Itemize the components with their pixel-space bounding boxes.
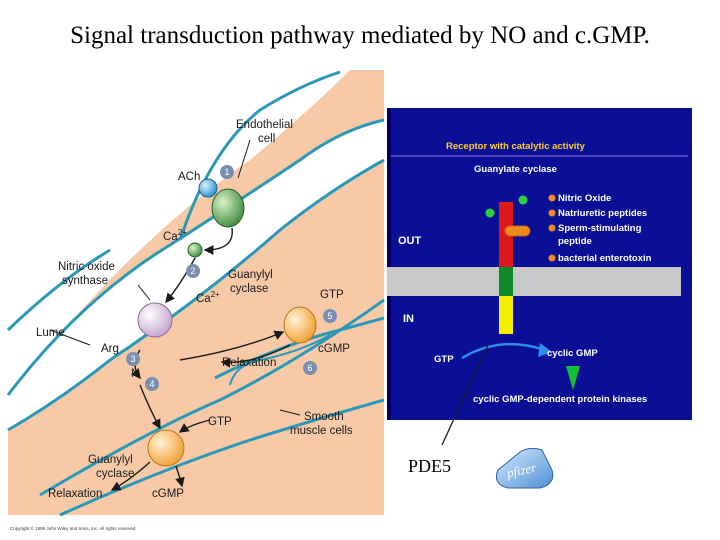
lumen-boundary-left xyxy=(6,248,111,332)
out-label: OUT xyxy=(398,235,422,247)
smooth-muscle-cell-upper xyxy=(39,298,385,497)
arrow-n-to-gc-lower xyxy=(139,384,161,430)
pfizer-logo: pfizer xyxy=(495,447,554,489)
kinases-label: cyclic GMP-dependent protein kinases xyxy=(473,394,647,405)
arrow-to-relaxation-mid xyxy=(220,344,291,368)
pde5-pointer-line xyxy=(441,344,489,446)
arrow-to-cgmp-bottom xyxy=(175,465,185,488)
ligand-list-1: Nitric Oxide xyxy=(558,193,611,204)
label-gtp-bottom: GTP xyxy=(208,416,232,428)
ligand-green-left xyxy=(485,208,495,218)
smooth-muscle-cell-lower xyxy=(59,398,385,517)
svg-text:5: 5 xyxy=(327,311,332,321)
label-cyclase-lower: cyclase xyxy=(96,468,134,480)
in-label: IN xyxy=(403,313,414,325)
step-badge-1: 1 xyxy=(220,165,234,179)
bullet-4 xyxy=(548,254,556,262)
label-endothelial: Endothelial xyxy=(236,119,293,131)
label-cgmp-mid: cGMP xyxy=(318,343,350,355)
receptor-box-background xyxy=(387,108,692,420)
svg-text:1: 1 xyxy=(224,167,229,177)
step-badge-3: 3 xyxy=(126,352,140,366)
ligand-list-3: Sperm-stimulating xyxy=(558,223,642,234)
gtp-arrowhead xyxy=(538,343,552,357)
nitric-oxide-synthase xyxy=(137,302,173,338)
arrow-no-to-gc xyxy=(179,330,285,361)
arrow-ca-to-nos xyxy=(165,257,196,304)
receptor-diagram-box: Receptor with catalytic activity Guanyla… xyxy=(387,108,692,420)
label-endothelial-cell: cell xyxy=(258,133,275,145)
label-nitric-oxide: Nitric oxide xyxy=(58,261,115,273)
label-smooth: Smooth xyxy=(304,411,344,423)
guanylyl-cyclase-lower xyxy=(147,429,185,467)
cell-membrane xyxy=(387,267,681,296)
ligand-list-3b: peptide xyxy=(558,236,592,247)
leader-smooth-muscle xyxy=(279,409,301,416)
ach-receptor xyxy=(211,188,245,228)
arrow-gtp-to-gc-lower xyxy=(178,419,211,433)
receptor-transmembrane-domain xyxy=(499,267,513,296)
svg-text:6: 6 xyxy=(307,363,312,373)
label-synthase: synthase xyxy=(62,275,108,287)
label-ca2-top: Ca2+ xyxy=(163,228,187,243)
step-badge-2: 2 xyxy=(186,264,200,278)
receptor-heading: Receptor with catalytic activity xyxy=(446,141,586,152)
bullet-3 xyxy=(548,224,556,232)
page-title: Signal transduction pathway mediated by … xyxy=(70,22,650,49)
label-ach: ACh xyxy=(178,171,200,183)
label-relaxation-bottom: Relaxation xyxy=(48,488,102,500)
arrow-ach-to-ca xyxy=(203,227,233,255)
leader-endothelial xyxy=(237,139,251,179)
enzyme-label: Guanylate cyclase xyxy=(474,164,557,175)
receptor-intracellular-domain xyxy=(499,296,513,334)
ligand-green-right xyxy=(518,195,528,205)
arrow-to-relaxation-bottom xyxy=(110,461,151,491)
label-relaxation-mid: Relaxation xyxy=(222,357,276,369)
smooth-muscle-cell-mid xyxy=(214,316,385,380)
step-badge-6: 6 xyxy=(303,361,317,375)
svg-text:pfizer: pfizer xyxy=(504,460,538,481)
leader-nos xyxy=(137,284,151,301)
left-pathway-diagram: 1 2 3 4 5 6 Endothelial cell ACh Ca2+ Ni… xyxy=(6,70,385,531)
svg-text:2: 2 xyxy=(190,266,195,276)
pde5-label: PDE5 xyxy=(408,456,451,476)
label-muscle-cells: muscle cells xyxy=(290,425,353,437)
smooth-muscle-cell-inner xyxy=(229,334,331,386)
ligand-list-4: bacterial enterotoxin xyxy=(558,253,652,264)
bullet-1 xyxy=(548,194,556,202)
cyclic-gmp-label: cyclic GMP xyxy=(547,348,598,359)
label-cyclase-upper: cyclase xyxy=(230,283,268,295)
label-gtp-top: GTP xyxy=(320,289,344,301)
guanylyl-cyclase-upper xyxy=(283,306,317,344)
step-badge-4: 4 xyxy=(145,377,159,391)
endothelial-cell-boundary xyxy=(178,70,341,241)
label-arg: Arg xyxy=(101,343,119,355)
leader-lume xyxy=(49,329,91,346)
ligand-list-2: Natriuretic peptides xyxy=(558,208,647,219)
gtp-label: GTP xyxy=(434,354,454,365)
bullet-2 xyxy=(548,209,556,217)
label-guanylyl-upper: Guanylyl xyxy=(228,269,273,281)
endothelial-membrane-lower xyxy=(7,158,385,432)
label-lume: Lume xyxy=(36,327,65,339)
ligand-orange-peptide xyxy=(504,225,531,237)
calcium-channel xyxy=(187,242,203,258)
copyright-notice: Copyright © 1999 John Wiley and Sons, In… xyxy=(10,525,137,531)
step-badge-5: 5 xyxy=(323,309,337,323)
label-guanylyl-lower: Guanylyl xyxy=(88,454,133,466)
label-cgmp-bottom: cGMP xyxy=(152,488,184,500)
green-down-arrow xyxy=(566,366,580,390)
svg-text:3: 3 xyxy=(130,354,135,364)
endothelial-membrane-upper xyxy=(6,118,385,396)
gtp-to-cgmp-arrow xyxy=(461,342,546,360)
svg-text:4: 4 xyxy=(149,379,154,389)
ach-molecule xyxy=(198,178,218,198)
label-ca2-mid: Ca2+ xyxy=(196,290,220,305)
label-n: N xyxy=(131,368,139,380)
